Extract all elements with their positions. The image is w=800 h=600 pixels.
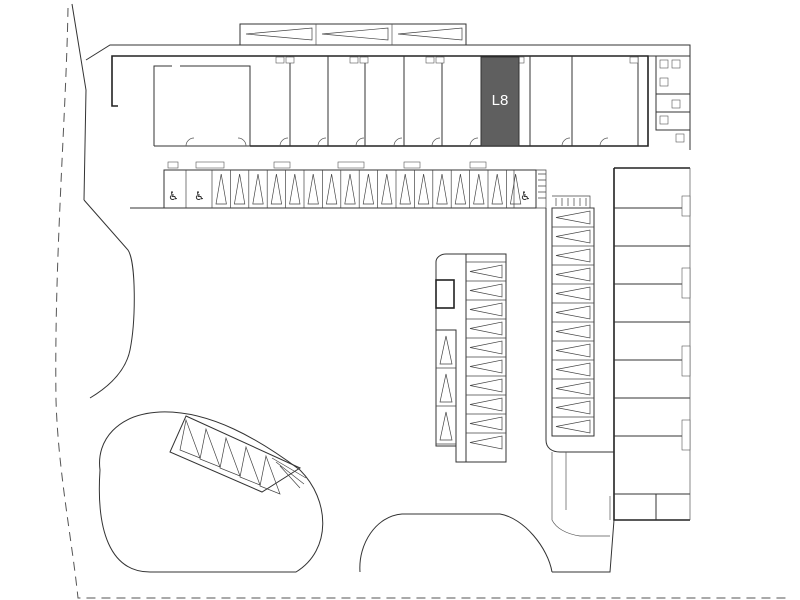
parking-stall [259, 454, 281, 495]
parking-stall [270, 173, 283, 205]
parking-stall [252, 173, 264, 205]
parking-stall [233, 173, 246, 205]
top-planter [239, 23, 467, 46]
parking-stall [469, 397, 503, 412]
parking-stall [469, 378, 503, 393]
street-edge-top [71, 3, 691, 201]
parking-stall [215, 173, 227, 205]
parking-stall [362, 173, 375, 205]
parking-stall [555, 248, 591, 263]
parking-stall [555, 286, 591, 301]
property-boundary [55, 7, 790, 599]
central-parking-island [435, 253, 507, 463]
parking-planters [167, 161, 487, 169]
parking-stall [555, 305, 591, 320]
parking-stall [179, 418, 201, 459]
parking-stall [491, 173, 503, 205]
parking-stall [381, 173, 393, 205]
parking-stall [555, 267, 591, 282]
north-building [111, 55, 691, 147]
parking-stall [555, 229, 591, 244]
north-parking-row [130, 169, 547, 209]
parking-stall [555, 324, 591, 339]
parking-stall [399, 173, 411, 205]
west-curb [83, 199, 135, 399]
parking-stall [289, 173, 301, 205]
parking-stall [199, 427, 221, 468]
parking-stall [509, 173, 522, 205]
accessible-parking-icon: ♿ [520, 189, 531, 203]
loop-parking [169, 415, 307, 495]
parking-stall [555, 419, 591, 434]
parking-stall [469, 302, 503, 317]
parking-stall [469, 359, 503, 374]
accessible-parking-icon: ♿ [194, 189, 205, 203]
parking-stall [325, 173, 338, 205]
sidewalk [551, 452, 611, 537]
accessible-parking-icon: ♿ [168, 189, 179, 203]
parking-stall [439, 373, 453, 403]
parking-stall [344, 173, 356, 205]
parking-stall [307, 173, 319, 205]
parking-stall [469, 435, 503, 450]
unit-l8-label: L8 [492, 92, 509, 109]
parking-stall [469, 264, 503, 279]
parking-stall [417, 173, 430, 205]
parking-stall [439, 335, 453, 365]
east-parking-column [545, 195, 614, 453]
parking-stall [555, 381, 591, 396]
parking-stall [555, 362, 591, 377]
south-driveway [359, 513, 615, 573]
parking-stall [436, 173, 448, 205]
parking-stall [439, 411, 453, 441]
parking-stall [219, 436, 241, 477]
parking-stall [469, 416, 503, 431]
parking-stall [469, 340, 503, 355]
parking-stall [555, 210, 591, 225]
east-building [613, 167, 691, 521]
parking-stall [555, 400, 591, 415]
loop-road [98, 411, 324, 573]
parking-stall [469, 321, 503, 336]
parking-stall [469, 283, 503, 298]
parking-stall [555, 343, 591, 358]
unit-l8[interactable]: L8 [480, 56, 520, 147]
parking-stall [454, 173, 467, 205]
parking-stall [239, 445, 261, 486]
parking-stall [473, 173, 485, 205]
